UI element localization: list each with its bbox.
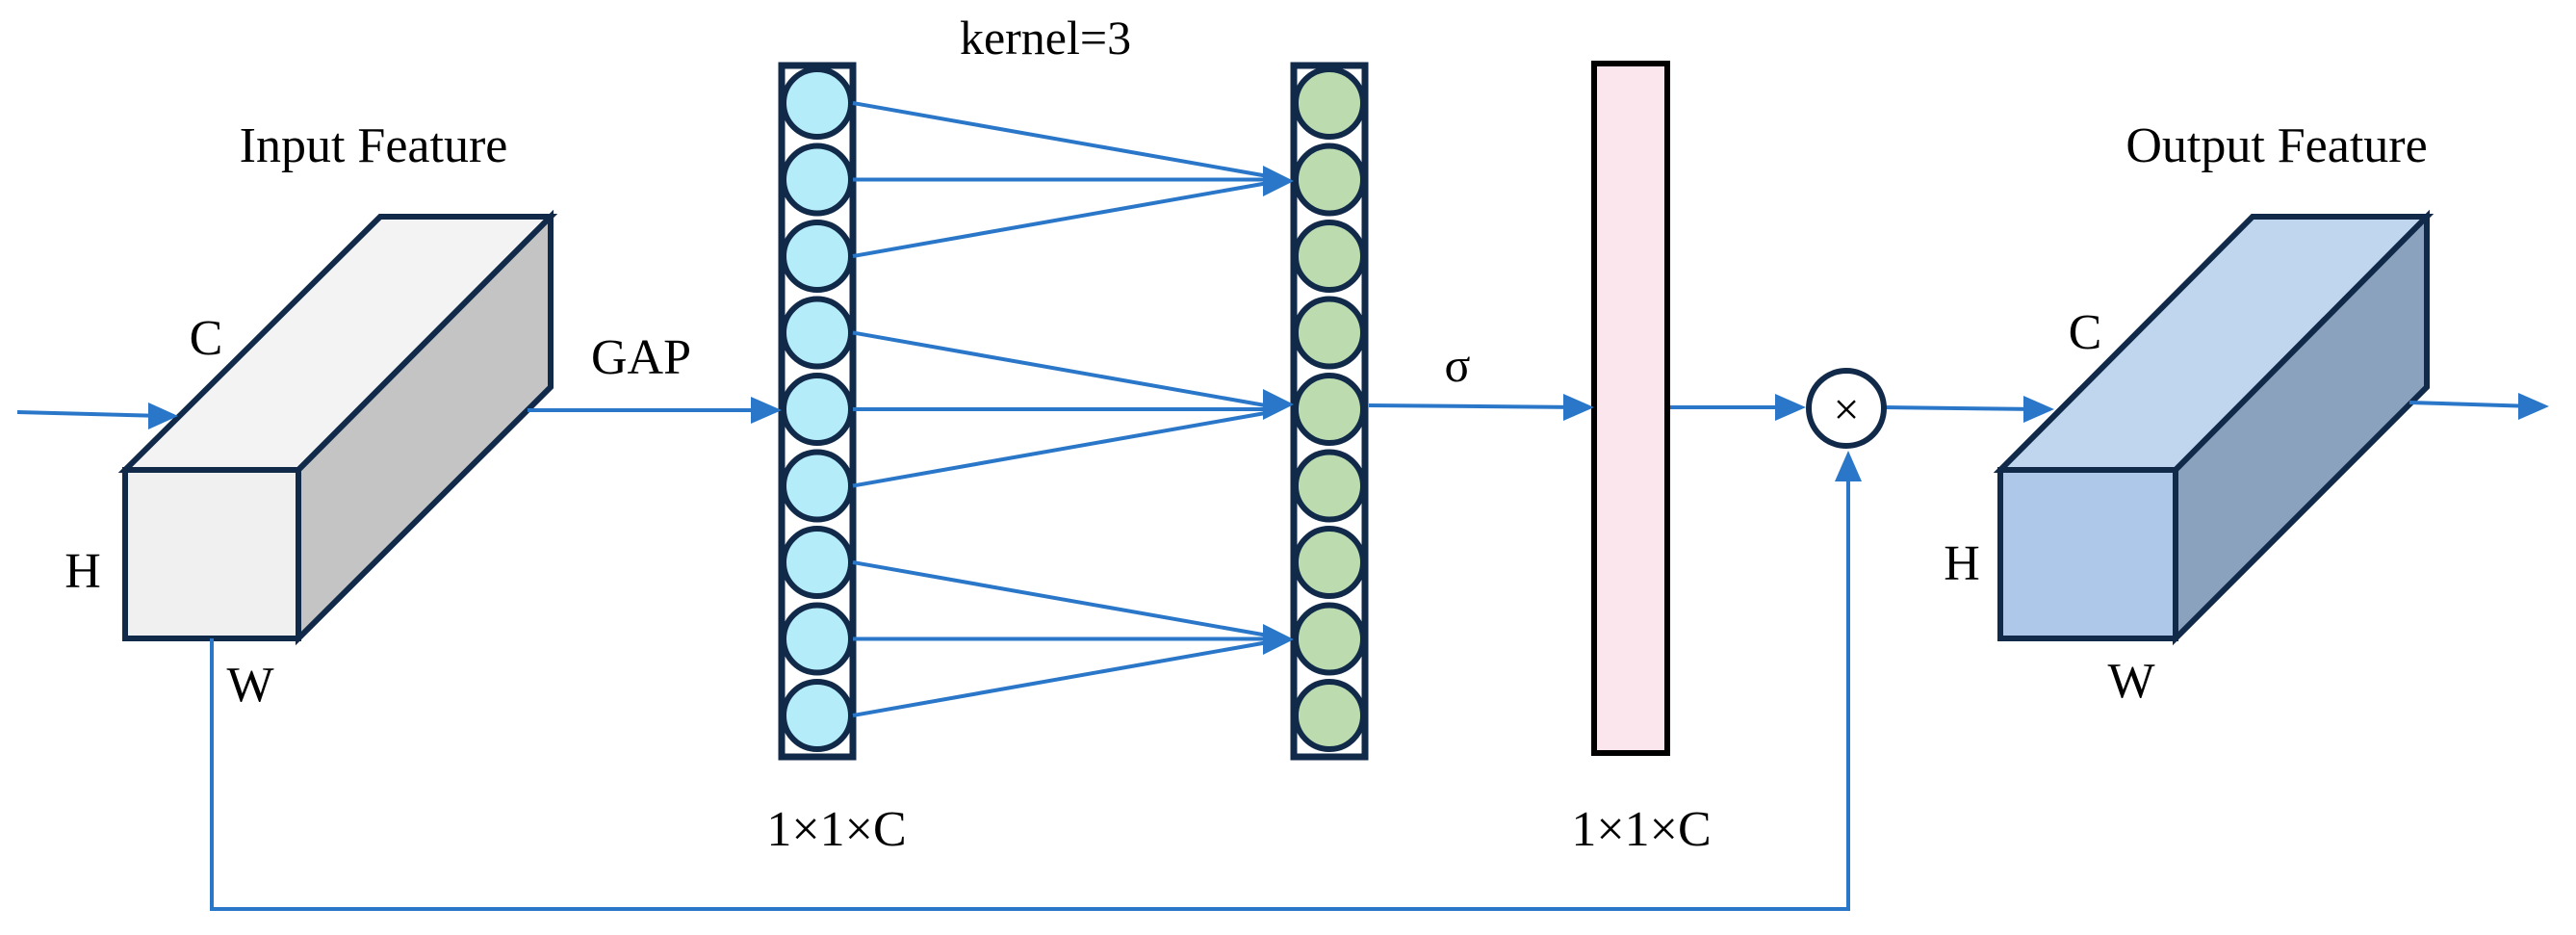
output-height-label: H (1944, 536, 1980, 591)
gap-arrowhead (751, 397, 782, 424)
input-feature-block (117, 209, 558, 646)
gap-vector-node (781, 66, 854, 140)
conv-vector-node (1293, 602, 1366, 676)
gap-vector-node (781, 296, 854, 370)
gap-vector-node (781, 220, 854, 293)
residual-path-line (210, 470, 1850, 911)
conv-vector-nodes (1293, 66, 1366, 752)
connectors (16, 101, 2535, 911)
gap-vector-node (781, 526, 854, 599)
kernel-arrowhead-bottom (1263, 624, 1294, 655)
conv-vector-node (1293, 679, 1366, 752)
output-block-front-face (1997, 467, 2178, 641)
input-feature-title: Input Feature (240, 118, 508, 173)
conv-vector-node (1293, 143, 1366, 217)
sigmoid-label: σ (1445, 338, 1471, 392)
conv-vector-node (1293, 449, 1366, 523)
input-height-label: H (64, 544, 101, 599)
kernel-connection-line (852, 180, 1272, 258)
input-block-front-face (122, 467, 301, 641)
sigma-arrow-line (1368, 403, 1582, 409)
conv-vector-node (1293, 373, 1366, 446)
kernel-connection-lines (852, 101, 1272, 717)
kernel-connection-line (852, 330, 1272, 408)
kernel-arrowhead-middle (1263, 389, 1294, 420)
output-exit-line (2409, 401, 2535, 408)
gap-vector-size-label: 1×1×C (766, 802, 906, 857)
gap-vector-nodes (781, 66, 854, 752)
sigmoid-vector-size-label: 1×1×C (1571, 802, 1711, 857)
multiply-to-output-line (1882, 405, 2040, 411)
gap-label: GAP (591, 330, 691, 385)
gap-vector-node (781, 449, 854, 523)
conv-vector-node (1293, 66, 1366, 140)
kernel-connection-line (852, 560, 1272, 638)
input-width-label: W (226, 658, 273, 713)
multiply-circle (1806, 368, 1887, 449)
kernel-connection-line (852, 639, 1272, 717)
output-feature-title: Output Feature (2125, 118, 2427, 173)
gap-vector-node (781, 602, 854, 676)
sigmoid-weight-bar (1591, 61, 1670, 756)
conv-vector-node (1293, 526, 1366, 599)
kernel-size-label: kernel=3 (960, 11, 1131, 65)
input-arrowhead (148, 403, 178, 429)
multiply-node: × (1806, 368, 1887, 449)
bar-multiply-arrowhead (1775, 394, 1806, 421)
multiply-icon: × (1833, 384, 1859, 435)
sigma-arrowhead (1563, 394, 1594, 421)
conv-vector-node (1293, 220, 1366, 293)
output-feature-block (1993, 209, 2434, 646)
input-channel-label: C (190, 311, 223, 366)
gap-vector-node (781, 143, 854, 217)
gap-vector-node (781, 373, 854, 446)
kernel-connection-line (852, 410, 1272, 488)
arrowheads (148, 166, 2549, 655)
conv-vector-node (1293, 296, 1366, 370)
gap-vector-node (781, 679, 854, 752)
output-entry-arrowhead (2023, 396, 2054, 423)
residual-arrowhead (1835, 451, 1862, 481)
input-arrow-line (16, 410, 165, 418)
kernel-connection-line (852, 101, 1272, 179)
output-channel-label: C (2069, 305, 2102, 360)
kernel-arrowhead-top (1263, 166, 1294, 196)
output-width-label: W (2107, 654, 2154, 709)
output-exit-arrowhead (2518, 393, 2549, 420)
